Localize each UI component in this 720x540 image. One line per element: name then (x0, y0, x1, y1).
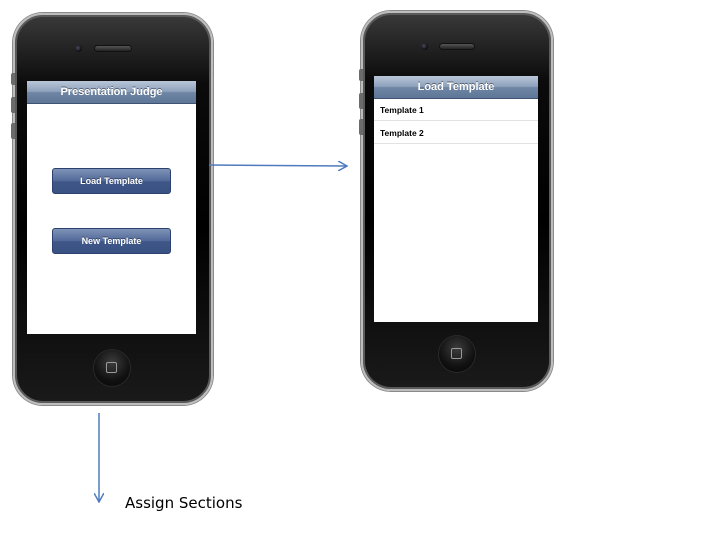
home-button[interactable] (94, 350, 130, 386)
template-list-item[interactable]: Template 1 (374, 99, 538, 121)
speaker-icon (95, 46, 131, 51)
volume-down-button (11, 123, 15, 139)
speaker-icon (440, 44, 474, 49)
home-square-icon (451, 348, 462, 359)
mute-switch (11, 73, 15, 85)
assign-sections-label: Assign Sections (125, 494, 243, 512)
volume-up-button (359, 93, 363, 109)
arrow-to-load-template (208, 165, 346, 166)
new-template-button[interactable]: New Template (52, 228, 171, 254)
volume-up-button (11, 97, 15, 113)
template-list-item[interactable]: Template 2 (374, 122, 538, 144)
nav-bar-title: Load Template (374, 76, 538, 99)
mute-switch (359, 69, 363, 81)
camera-icon (75, 45, 82, 52)
load-template-button[interactable]: Load Template (52, 168, 171, 194)
home-square-icon (106, 362, 117, 373)
volume-down-button (359, 119, 363, 135)
home-button[interactable] (439, 336, 475, 372)
screen-load-template: Load Template Template 1 Template 2 (374, 76, 538, 322)
camera-icon (421, 43, 428, 50)
screen-home: Presentation Judge Load Template New Tem… (27, 81, 196, 334)
nav-bar-title: Presentation Judge (27, 81, 196, 104)
